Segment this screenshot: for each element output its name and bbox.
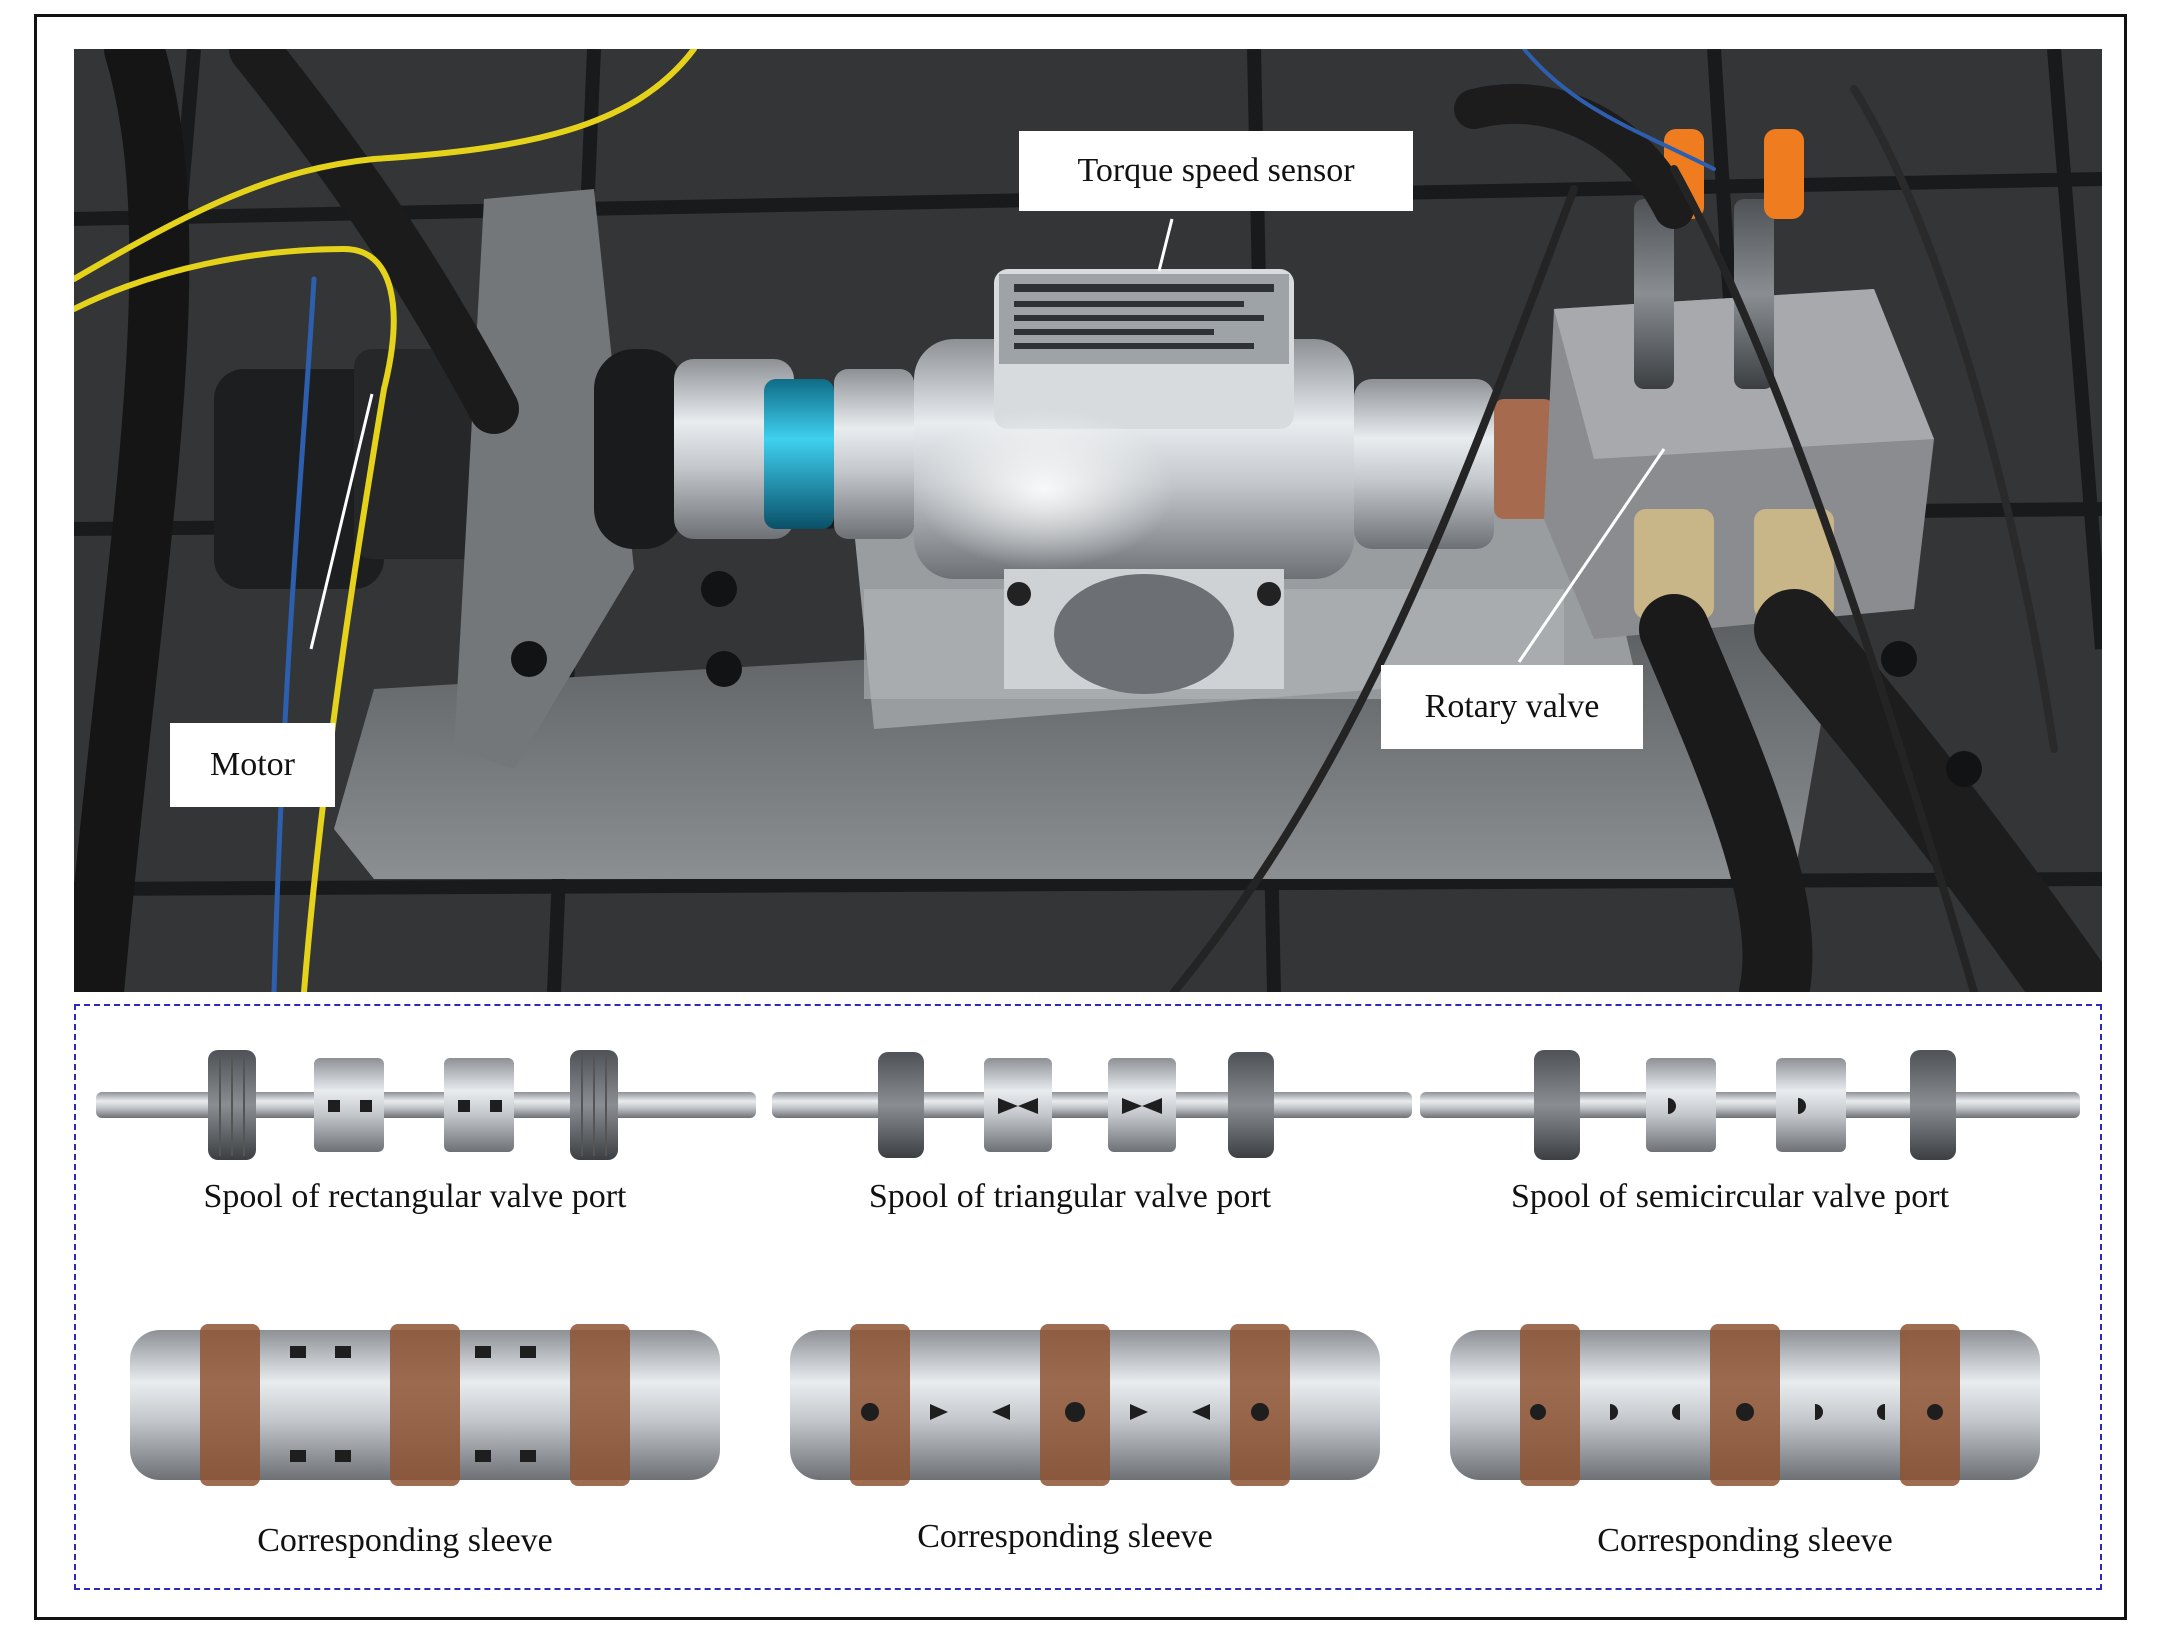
spool-triangular-caption: Spool of triangular valve port: [868, 1178, 1272, 1215]
spool-triangular-image: [772, 1040, 1412, 1170]
sleeve-triangular-drawing: [790, 1324, 1380, 1486]
spool-rectangular-caption: Spool of rectangular valve port: [203, 1178, 627, 1215]
spool-semicircular-drawing: [1420, 1050, 2080, 1160]
sleeve-triangular-caption: Corresponding sleeve: [917, 1518, 1213, 1555]
torque-speed-sensor-label: Torque speed sensor: [1019, 131, 1413, 211]
sleeve-semicircular-drawing: [1450, 1324, 2040, 1486]
spool-semicircular-image: [1420, 1040, 2080, 1170]
rotary-valve-label: Rotary valve: [1381, 665, 1643, 749]
spool-rectangular-drawing: [96, 1050, 756, 1160]
spool-semicircular-caption: Spool of semicircular valve port: [1510, 1178, 1950, 1215]
figure-frame: [34, 14, 2127, 1620]
sleeve-semicircular-caption: Corresponding sleeve: [1597, 1522, 1893, 1559]
motor-label: Motor: [170, 723, 335, 807]
sleeve-rectangular-caption: Corresponding sleeve: [257, 1522, 553, 1559]
sleeve-triangular-image: [790, 1310, 1380, 1500]
sleeve-rectangular-drawing: [130, 1324, 720, 1486]
spool-sleeve-panel: [74, 1004, 2102, 1590]
spool-rectangular-image: [96, 1040, 756, 1170]
sleeve-rectangular-image: [130, 1310, 720, 1500]
sleeve-semicircular-image: [1450, 1310, 2040, 1500]
spool-triangular-drawing: [772, 1052, 1412, 1158]
